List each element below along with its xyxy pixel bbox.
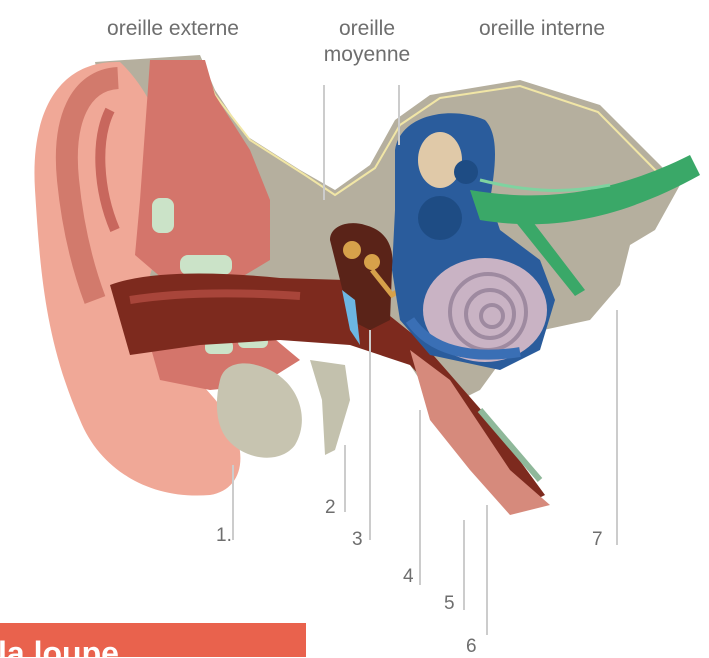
styloid-bone	[310, 360, 350, 455]
label-2: 2	[325, 497, 336, 519]
label-7: 7	[592, 529, 603, 551]
heading-inner-ear: oreille interne	[462, 16, 622, 42]
banner-text: la loupe	[0, 635, 119, 657]
label-5: 5	[444, 593, 455, 615]
utricle	[418, 196, 462, 240]
cartilage-nodule	[152, 198, 174, 233]
label-4: 4	[403, 566, 414, 588]
label-1: 1.	[216, 525, 232, 547]
semicircular-canal	[418, 132, 462, 188]
la-loupe-banner: la loupe	[0, 623, 306, 657]
ossicle-malleus	[343, 241, 361, 259]
heading-middle-ear: oreille moyenne	[312, 16, 422, 68]
cartilage-nodule	[180, 255, 232, 275]
label-3: 3	[352, 529, 363, 551]
vestibule	[454, 160, 478, 184]
heading-outer-ear: oreille externe	[88, 16, 258, 42]
ossicle-incus	[364, 254, 380, 270]
label-6: 6	[466, 636, 477, 658]
